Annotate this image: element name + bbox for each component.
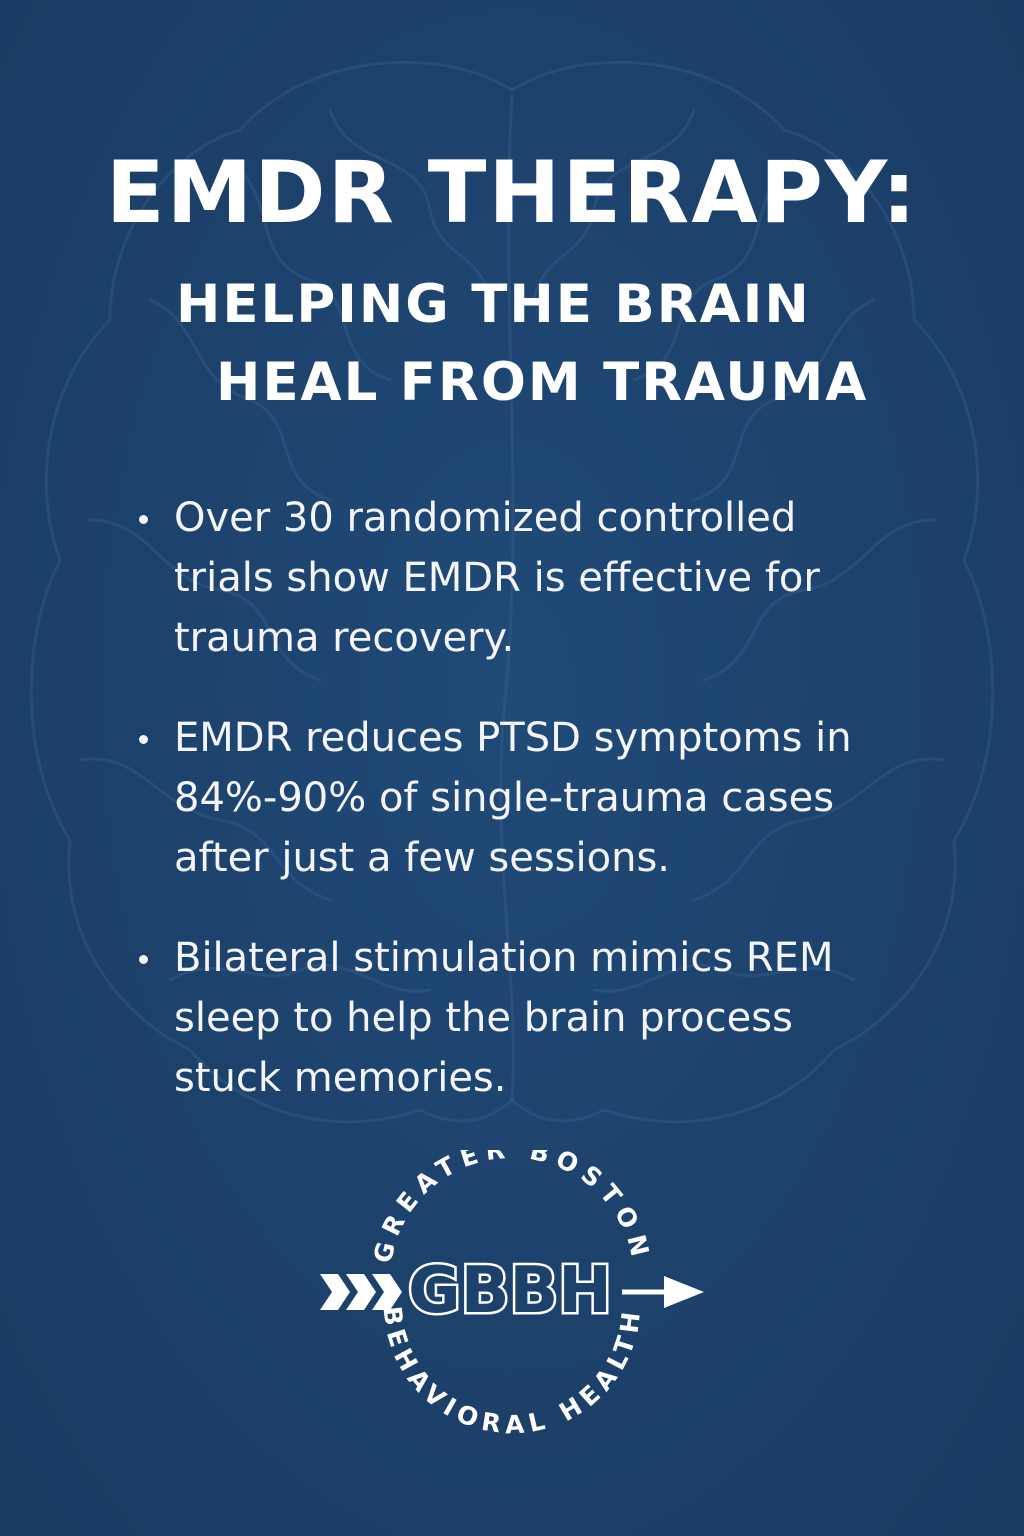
fact-item: Over 30 randomized controlled trials sho… [135,488,895,668]
fact-item: Bilateral stimulation mimics REM sleep t… [135,928,895,1108]
logo-top-arc-text: GREATER BOSTON [368,1150,656,1266]
gbbh-logo: GREATER BOSTON BEHAVIORAL HEALTH GBBH [320,1150,704,1439]
subtitle-line-1: HELPING THE BRAIN [176,274,811,335]
arrow-right-icon [622,1276,704,1308]
fact-text: Over 30 randomized controlled trials sho… [174,495,820,661]
fact-text: EMDR reduces PTSD symptoms in 84%-90% of… [174,715,852,881]
fact-text: Bilateral stimulation mimics REM sleep t… [174,935,834,1101]
bullet-icon [139,955,148,964]
subtitle-line-2: HEAL FROM TRAUMA [216,352,869,413]
page-title: EMDR THERAPY: [105,143,919,243]
logo-monogram: GBBH [408,1254,612,1328]
fact-list: Over 30 randomized controlled trials sho… [135,488,895,1148]
bullet-icon [139,735,148,744]
chevrons-icon [320,1274,402,1310]
fact-item: EMDR reduces PTSD symptoms in 84%-90% of… [135,708,895,888]
bullet-icon [139,515,148,524]
